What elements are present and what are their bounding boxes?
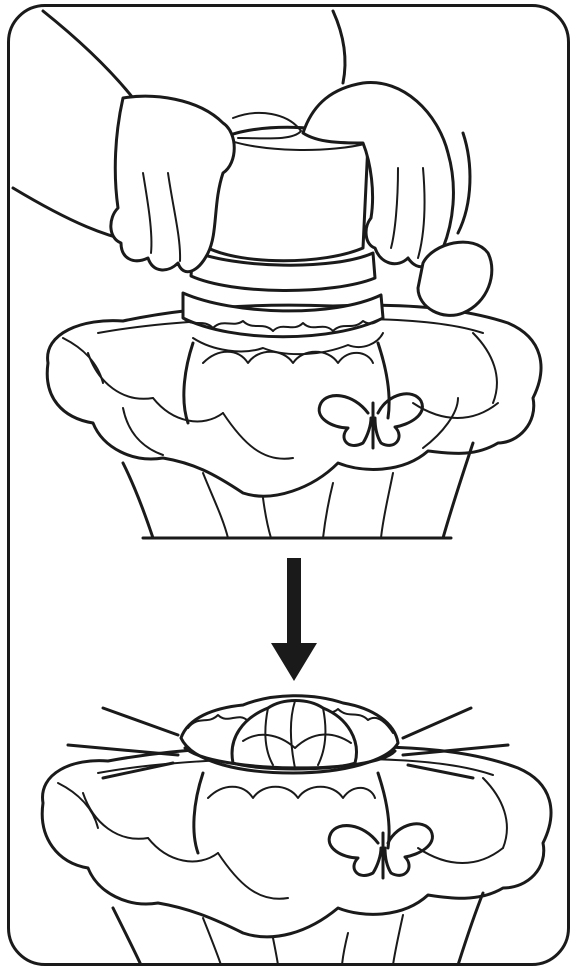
assembly-diagram <box>10 7 570 966</box>
pedestal-bottom-left <box>113 908 141 965</box>
arrow-head <box>271 643 317 681</box>
step-1-panel <box>13 11 541 538</box>
pedestal-line-3 <box>323 483 333 538</box>
butterfly-b-wing-left <box>329 826 381 876</box>
pedestal-bottom-line-4 <box>393 915 403 965</box>
arm-outline-upper <box>43 11 133 98</box>
column-b-left <box>194 773 203 853</box>
pedestal-bottom-line-3 <box>342 933 348 965</box>
basin-bottom-fold-2 <box>148 838 218 861</box>
butterfly-b-wing-right <box>385 824 432 876</box>
butterfly-ornament-bottom <box>329 824 432 878</box>
basin-fold-1 <box>88 353 153 399</box>
basin-fold-6 <box>63 338 103 383</box>
pedestal-line-2 <box>263 498 271 538</box>
basin-fold-5 <box>473 333 497 403</box>
butterfly-ornament-top <box>319 394 422 448</box>
cylinder-band-2 <box>183 293 383 337</box>
pedestal-right <box>443 443 473 538</box>
arm-outline-right-2 <box>458 133 470 233</box>
column-b-petals <box>208 787 375 798</box>
snap-line-4 <box>403 708 471 738</box>
basin-fold-8 <box>423 398 458 448</box>
pedestal-line-4 <box>381 473 393 538</box>
butterfly-wing-left <box>319 396 371 446</box>
illustration-frame <box>7 4 570 966</box>
butterfly-wing-right <box>375 394 422 446</box>
top-tier-dish <box>181 696 398 773</box>
basin-bottom-fold-6 <box>58 783 98 828</box>
arm-outline-right <box>333 11 345 83</box>
basin-bottom-fold-5 <box>483 778 507 848</box>
down-arrow-icon <box>271 558 317 681</box>
right-hand-wrist-knob <box>418 242 492 315</box>
pedestal-bottom-right <box>458 893 483 965</box>
arrow-shaft <box>287 558 301 648</box>
basin-fold-7 <box>123 408 163 455</box>
pedestal-left <box>123 463 153 538</box>
pedestal-bottom-line-2 <box>273 938 278 965</box>
basin-bottom-fold-3 <box>218 853 288 899</box>
basin-bottom-fold-4 <box>418 848 503 863</box>
pedestal-bottom-line-1 <box>203 918 221 965</box>
basin-fold-3 <box>223 413 293 459</box>
step-2-panel <box>42 696 551 965</box>
column-left <box>184 343 193 423</box>
snap-line-1 <box>103 708 178 735</box>
